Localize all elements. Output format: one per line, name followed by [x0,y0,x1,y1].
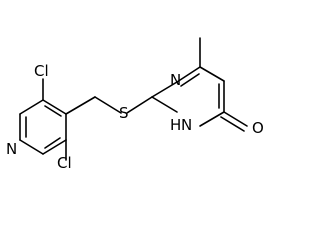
bond-c4-c5 [199,66,225,82]
bond-n3-c4 [176,66,201,83]
bond-c6-n1 [199,111,225,127]
bond-carbonyl-1 [223,111,248,127]
bond-ch2-s [94,96,122,114]
atom-n-pyridine: N [6,140,17,158]
bond-c2-n3 [151,81,178,98]
atom-n-h: N [181,116,192,134]
atom-h-on-n: H [170,116,181,134]
molecule-diagram: Cl N Cl S N H N O [6,37,264,172]
bond-pyridine-c5-c4 [42,99,67,115]
bond-n1-c2 [151,96,178,113]
pyridine-ring [19,99,67,155]
atom-o: O [252,119,264,137]
pyrimidinone-ring [151,66,225,127]
bond-pyridine-c6-c5 [19,99,44,115]
bond-pyridine-c3-c2 [42,139,67,155]
molecule-structure: Cl N Cl S N H N O [6,37,264,172]
atom-cl-top: Cl [34,62,49,80]
bond-pyridine-inner-2 [44,105,62,117]
bond-s-c2 [126,96,153,114]
bond-pyrimidine-inner-1 [180,73,200,87]
bond-carbonyl-2 [220,116,245,132]
bond-ring-ch2 [65,96,96,115]
atom-s: S [119,104,129,122]
bond-pyridine-c2-n [19,139,44,155]
atom-cl-bottom: Cl [57,154,72,172]
atom-n-pyrimidine: N [170,71,181,89]
bond-pyridine-inner-3 [44,137,61,149]
